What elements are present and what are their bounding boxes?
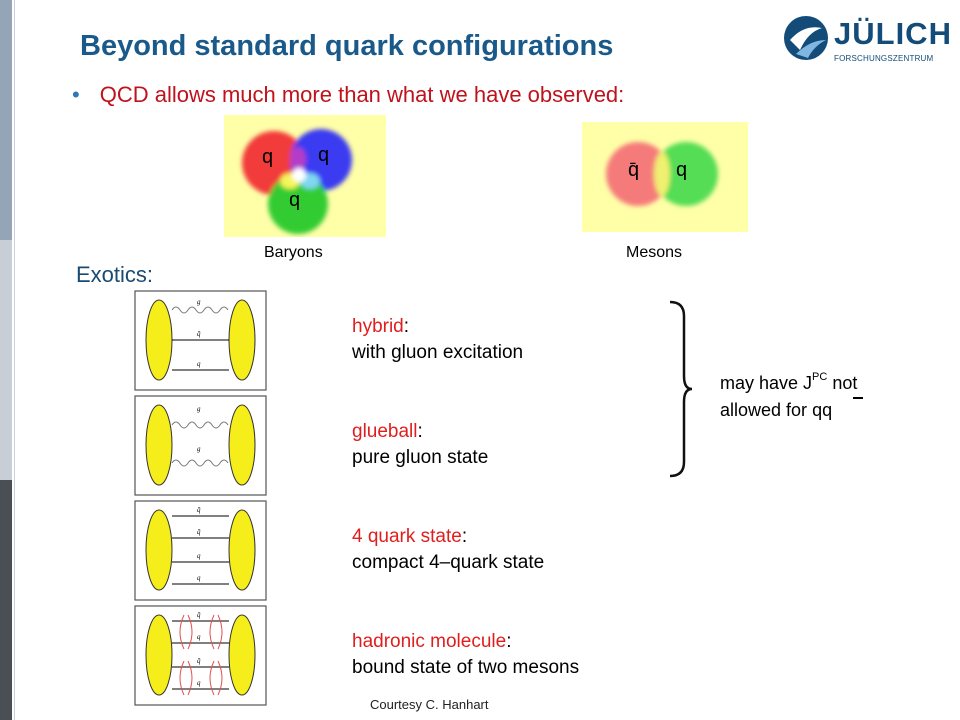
glueball-g2-label: g (197, 445, 201, 453)
exotic-name-glueball: glueball: (352, 421, 423, 443)
meson-quark-label: q (676, 159, 687, 181)
baryon-diagram: q q q (224, 115, 386, 237)
logo-wordmark: JÜLICH (834, 16, 952, 51)
meson-diagram: q̄ q (582, 122, 748, 232)
exotic-name-text: 4 quark state (352, 526, 462, 547)
meson-overlap (654, 152, 670, 196)
molecule-qbar2-label: q̄ (197, 657, 201, 665)
julich-logo-icon (784, 16, 828, 60)
note-qq: qq (812, 400, 833, 420)
logo-subtitle: FORSCHUNGSZENTRUM (834, 54, 934, 63)
exotic-name-4quark: 4 quark state: (352, 526, 467, 548)
bullet-item: • QCD allows much more than what we have … (72, 82, 624, 108)
tetraquark-q1-label: q (197, 552, 201, 560)
exotic-name-molecule: hadronic molecule: (352, 631, 511, 653)
slide-title: Beyond standard quark configurations (80, 30, 614, 62)
meson-quark-green (654, 142, 718, 206)
baryon-overlap-magenta (290, 147, 306, 171)
exotic-desc-glueball: pure gluon state (352, 447, 489, 468)
sidebar-line (14, 0, 15, 720)
jpc-note-line1: may have JPC not (720, 371, 857, 394)
colon: : (461, 526, 468, 547)
baryons-caption: Baryons (264, 244, 323, 261)
note-text: may have J (720, 373, 813, 393)
jpc-note-line2: allowed for qq (720, 400, 832, 421)
julich-logo: JÜLICH FORSCHUNGSZENTRUM (782, 10, 952, 70)
meson-antiquark-red (606, 142, 670, 206)
bullet-text: QCD allows much more than what we have o… (99, 82, 625, 107)
molecule-diagram: q̄ q q̄ q (134, 605, 267, 706)
exotic-name-hybrid: hybrid: (352, 316, 409, 338)
baryon-quark-green (268, 174, 328, 234)
molecule-qbar1-label: q̄ (197, 611, 201, 619)
hybrid-q-label: q (197, 360, 201, 368)
baryon-q2-label: q (318, 144, 329, 166)
exotic-desc-4quark: compact 4–quark state (352, 552, 545, 573)
colon: : (417, 421, 423, 442)
curly-brace (669, 300, 693, 478)
hybrid-qbar-label: q̄ (197, 330, 201, 338)
courtesy-credit: Courtesy C. Hanhart (370, 697, 489, 712)
glueball-g1-label: g (197, 405, 201, 413)
note-superscript: PC (812, 371, 828, 383)
baryon-q3-label: q (289, 189, 300, 211)
colon: : (403, 316, 410, 337)
hybrid-diagram: g q̄ q (134, 290, 267, 391)
exotic-desc-hybrid: with gluon excitation (352, 342, 524, 363)
exotic-name-text: hybrid (352, 316, 404, 337)
bullet-dot: • (72, 82, 80, 107)
left-sidebar (0, 0, 26, 720)
baryon-overlap-white (292, 168, 306, 182)
exotics-diagrams: g q̄ q g g q̄ q̄ q q (134, 290, 267, 706)
tetraquark-q2-label: q (197, 574, 201, 582)
exotic-name-text: hadronic molecule (352, 631, 507, 652)
exotic-name-text: glueball (352, 421, 418, 442)
tetraquark-qbar2-label: q̄ (197, 528, 201, 536)
baryon-q1-label: q (262, 146, 273, 168)
molecule-q1-label: q (197, 633, 201, 641)
sidebar-block-top (0, 0, 12, 240)
meson-antiquark-label: q̄ (628, 159, 639, 181)
tetraquark-diagram: q̄ q̄ q q (134, 500, 267, 601)
mesons-caption: Mesons (626, 244, 683, 261)
note-text: not (827, 373, 858, 393)
note-text: allowed for (720, 400, 813, 420)
molecule-q2-label: q (197, 679, 201, 687)
glueball-diagram: g g (134, 395, 267, 496)
qq-overbar (853, 397, 863, 399)
tetraquark-qbar1-label: q̄ (197, 506, 201, 514)
exotic-desc-molecule: bound state of two mesons (352, 657, 580, 678)
exotics-heading: Exotics: (76, 262, 154, 287)
hybrid-g-label: g (197, 298, 201, 306)
colon: : (506, 631, 512, 652)
sidebar-block-middle (0, 240, 12, 480)
sidebar-block-bottom (0, 480, 12, 720)
